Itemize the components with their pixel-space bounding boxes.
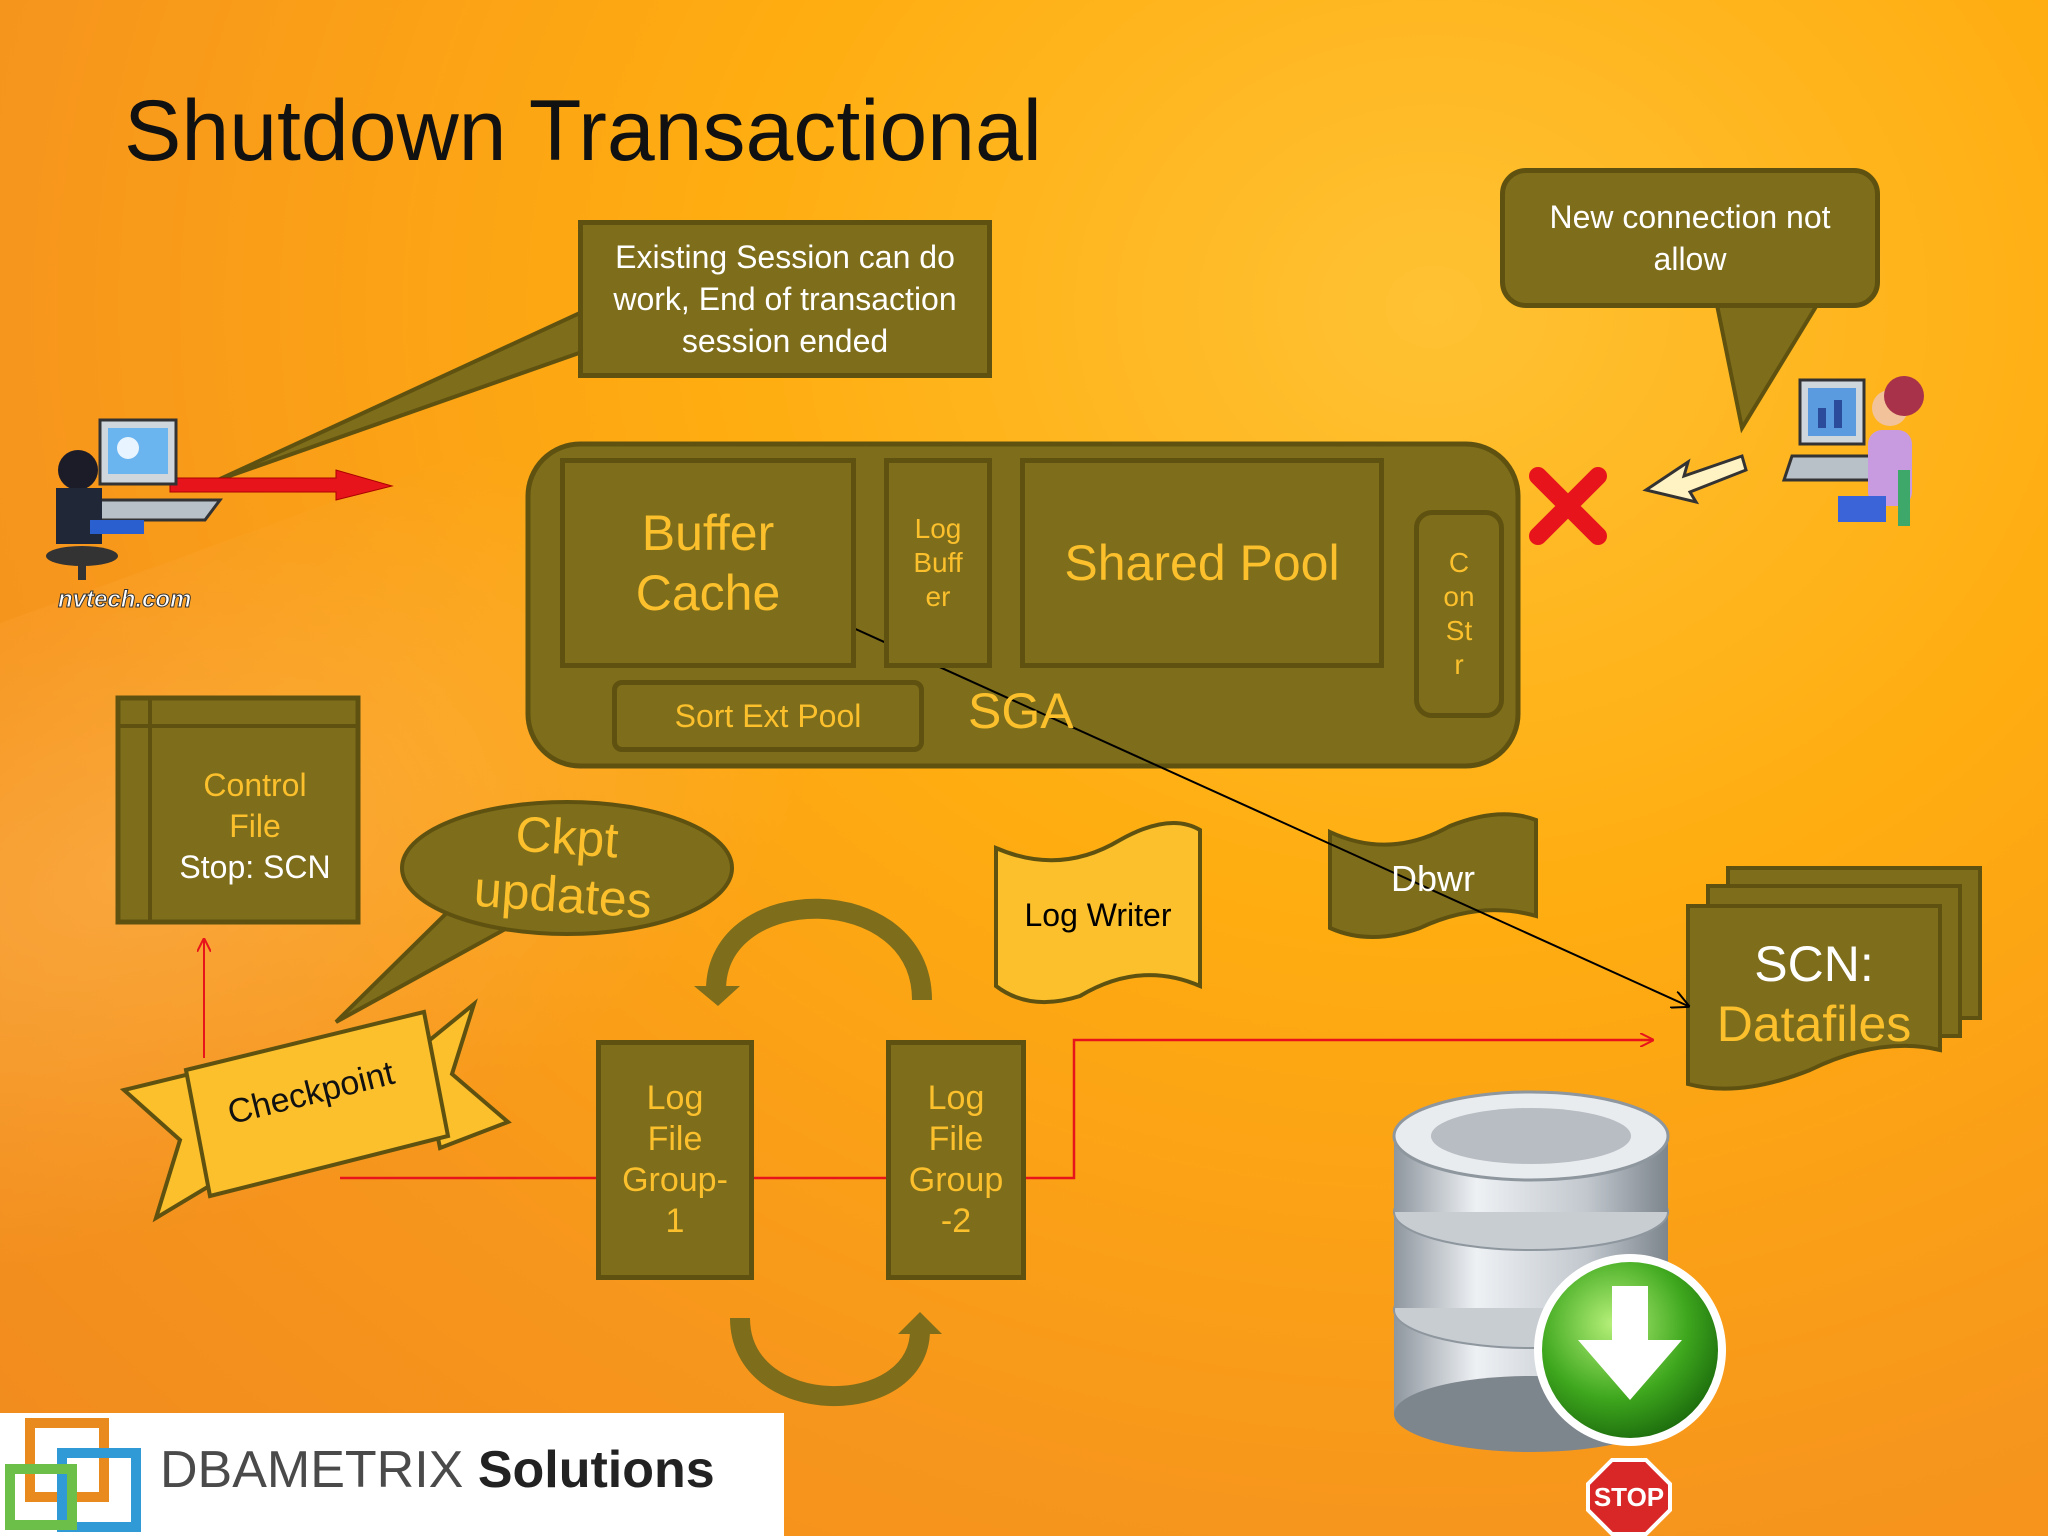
checkpoint-ribbon	[183, 1009, 451, 1199]
datafiles-line1: SCN:	[1754, 936, 1874, 992]
datafiles-text: SCN: Datafiles	[1688, 930, 1940, 1058]
control-file-line1: Control	[203, 766, 307, 803]
control-file-box	[115, 695, 361, 925]
log-group1-line4: 1	[665, 1202, 685, 1240]
log-group1-line1: Log	[646, 1079, 704, 1117]
control-file-line3: Stop: SCN	[179, 848, 331, 885]
logo-band	[0, 1413, 784, 1536]
buffer-cache-to-datafiles-arrow	[817, 611, 1688, 1006]
buffer-cache-box: Buffer Cache	[560, 458, 856, 668]
log-buffer-line3: er	[925, 581, 951, 612]
con-str-line1: C	[1448, 547, 1470, 578]
dbwr-shape	[1328, 812, 1538, 939]
logo-brand: DBAMETRIX	[160, 1441, 464, 1499]
dbwr-label: Dbwr	[1390, 858, 1475, 899]
woman-computer-clipart	[1781, 376, 1924, 526]
log-group1-line3: Group-	[622, 1161, 728, 1199]
existing-session-callout: Existing Session can do work, End of tra…	[578, 220, 992, 378]
sga-label: SGA	[968, 683, 1074, 739]
con-str-box: C on St r	[1414, 510, 1504, 718]
log-file-group-2: Log File Group -2	[886, 1040, 1026, 1280]
curved-arrow-top-head	[694, 986, 740, 1006]
ckpt-updates-text: Ckpt updates	[436, 799, 693, 932]
existing-session-text: Existing Session can do work, End of tra…	[613, 239, 957, 359]
log-file-group-1: Log File Group- 1	[596, 1040, 754, 1280]
user-computer-clipart	[46, 418, 223, 580]
new-connection-callout: New connection not allow	[1500, 168, 1880, 308]
existing-session-callout-pointer	[217, 308, 584, 482]
curved-arrow-bottom-head	[898, 1312, 942, 1334]
session-red-arrow	[169, 469, 394, 501]
database-stop-icon	[1392, 1090, 1726, 1536]
new-connection-text: New connection not allow	[1549, 199, 1831, 277]
con-str-line4: r	[1454, 649, 1464, 680]
dbametrix-logo-icon	[5, 1418, 141, 1532]
datafiles-line2: Datafiles	[1716, 996, 1912, 1052]
curved-arrow-top	[706, 898, 932, 1001]
log-writer-label: Log Writer	[1024, 896, 1172, 933]
log-group2-line4: -2	[940, 1202, 972, 1240]
sort-ext-pool-box: Sort Ext Pool	[612, 680, 924, 752]
logo-suffix: Solutions	[477, 1441, 715, 1499]
buffer-cache-line2: Cache	[635, 565, 781, 621]
hollow-arrow-icon	[1642, 454, 1748, 505]
shared-pool-box: Shared Pool	[1020, 458, 1384, 668]
log-group2-line3: Group	[908, 1161, 1004, 1199]
stop-sign-label: STOP	[1593, 1482, 1665, 1512]
buffer-cache-line1: Buffer	[641, 505, 775, 561]
con-str-line2: on	[1443, 581, 1475, 612]
curved-arrow-bottom	[730, 1317, 930, 1406]
control-file-text: Control File Stop: SCN	[152, 756, 358, 896]
log-group2-line1: Log	[927, 1079, 985, 1117]
sort-ext-pool-label: Sort Ext Pool	[674, 697, 862, 734]
denied-x-icon	[1529, 467, 1607, 545]
nvtech-caption: nvtech.com	[57, 586, 192, 614]
shared-pool-label: Shared Pool	[1064, 535, 1340, 591]
log-group2-line2: File	[928, 1120, 984, 1158]
con-str-line3: St	[1445, 615, 1473, 646]
log-buffer-line2: Buff	[913, 547, 963, 578]
datafiles-stack-front	[1686, 904, 1942, 1091]
log-buffer-line1: Log	[914, 513, 962, 544]
ckpt-updates-callout	[400, 800, 734, 936]
page-title: Shutdown Transactional	[124, 83, 1042, 179]
dbametrix-logo-text: DBAMETRIX Solutions	[160, 1440, 715, 1500]
log-buffer-box: Log Buff er	[884, 458, 992, 668]
control-file-line2: File	[229, 807, 281, 844]
log-group1-line2: File	[647, 1120, 703, 1158]
log-writer-shape	[994, 820, 1202, 1005]
